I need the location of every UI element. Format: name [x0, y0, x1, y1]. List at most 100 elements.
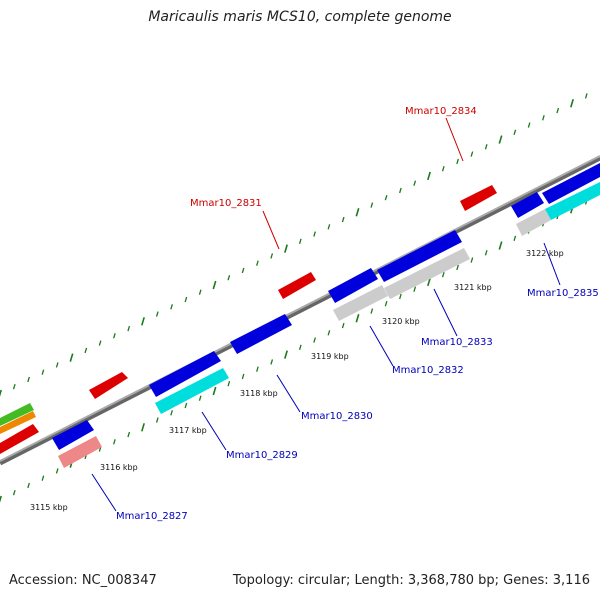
minor-tick [84, 347, 88, 354]
gene-label-mmar10-2831[interactable]: Mmar10_2831 [190, 198, 262, 209]
gene-arrow [460, 185, 497, 211]
tick-label: 3118 kbp [240, 389, 278, 398]
minor-tick [298, 344, 302, 351]
minor-tick [155, 311, 159, 317]
tick-label: 3117 kbp [169, 426, 207, 435]
minor-tick [298, 238, 302, 245]
major-tick [141, 423, 145, 432]
minor-tick [584, 93, 588, 99]
gene-label-mmar10-2830[interactable]: Mmar10_2830 [301, 411, 373, 422]
minor-tick [55, 362, 59, 368]
minor-tick [384, 195, 388, 201]
tick-labels: 3115 kbp 3116 kbp 3117 kbp 3118 kbp 3119… [30, 249, 564, 512]
genome-summary-text: Topology: circular; Length: 3,368,780 bp… [232, 573, 590, 588]
minor-tick [12, 384, 16, 390]
gene-label-mmar10-2827[interactable]: Mmar10_2827 [116, 511, 188, 522]
minor-tick [313, 337, 316, 343]
major-tick [498, 241, 503, 250]
major-tick [0, 389, 2, 397]
minor-tick [41, 369, 45, 375]
gene-arrow [511, 192, 544, 218]
gene-label-mmar10-2835[interactable]: Mmar10_2835 [527, 288, 599, 299]
gene-label-mmar10-2829[interactable]: Mmar10_2829 [226, 450, 298, 461]
minor-tick [399, 293, 402, 300]
minor-tick [270, 359, 274, 365]
minor-tick [313, 231, 316, 237]
minor-tick [12, 490, 16, 496]
minor-tick [470, 151, 474, 157]
minor-tick [556, 107, 560, 114]
major-tick [69, 353, 74, 362]
feature-bar [0, 403, 34, 426]
map-title: Maricaulis maris MCS10, complete genome [148, 9, 452, 25]
major-tick [355, 208, 360, 217]
feature-bar [333, 285, 388, 321]
major-tick [427, 277, 431, 287]
feature-bar [384, 248, 470, 299]
minor-tick [413, 180, 417, 186]
minor-tick [184, 402, 188, 409]
minor-tick [513, 129, 517, 135]
major-tick [355, 314, 360, 323]
minor-tick [113, 333, 116, 339]
minor-tick [484, 144, 488, 150]
minor-tick [456, 264, 459, 271]
minor-tick [227, 275, 231, 281]
tick-label: 3116 kbp [100, 463, 138, 472]
tick-label: 3119 kbp [311, 352, 349, 361]
gene-label-mmar10-2834[interactable]: Mmar10_2834 [405, 106, 477, 117]
tick-label: 3122 kbp [526, 249, 564, 258]
minor-tick [327, 330, 331, 336]
minor-tick [113, 439, 116, 445]
gene-arrow [0, 424, 39, 454]
major-tick [212, 280, 217, 290]
minor-tick [127, 325, 131, 332]
feature-bar [545, 182, 600, 220]
minor-tick [184, 296, 188, 303]
minor-tick [241, 373, 245, 380]
minor-tick [513, 235, 517, 241]
upper-tick-row [0, 93, 588, 397]
feature-bar [516, 209, 551, 236]
gene-arrow [328, 268, 378, 303]
minor-tick [41, 475, 45, 481]
minor-tick [98, 340, 102, 346]
gene-label-mmar10-2833[interactable]: Mmar10_2833 [421, 337, 493, 348]
gene-label-mmar10-2832[interactable]: Mmar10_2832 [392, 365, 464, 376]
tick-label: 3120 kbp [382, 317, 420, 326]
minor-tick [270, 253, 274, 259]
minor-tick [384, 301, 388, 307]
feature-bar [0, 411, 36, 434]
label-leader-lines [91, 117, 561, 512]
minor-tick [542, 115, 545, 121]
major-tick [0, 495, 2, 503]
major-tick [284, 350, 288, 359]
minor-tick [155, 417, 159, 423]
minor-tick [170, 410, 173, 416]
minor-tick [341, 216, 345, 223]
gene-arrow [149, 351, 221, 397]
minor-tick [170, 304, 173, 310]
minor-tick [527, 122, 531, 128]
reverse-strand-features [52, 163, 600, 468]
minor-tick [227, 381, 231, 387]
gene-arrow [542, 163, 600, 204]
major-tick [212, 386, 217, 396]
minor-tick [327, 224, 331, 230]
minor-tick [27, 482, 30, 489]
minor-tick [341, 322, 345, 329]
gene-arrow [230, 314, 292, 354]
minor-tick [127, 431, 131, 438]
gene-arrow [278, 272, 316, 299]
tick-label: 3121 kbp [454, 283, 492, 292]
minor-tick [441, 165, 445, 172]
forward-strand-features [0, 185, 497, 454]
feature-bar [155, 368, 229, 414]
major-tick [141, 317, 145, 326]
minor-tick [484, 250, 488, 256]
minor-tick [370, 308, 374, 314]
minor-tick [27, 376, 30, 383]
minor-tick [256, 366, 259, 372]
minor-tick [413, 286, 417, 292]
